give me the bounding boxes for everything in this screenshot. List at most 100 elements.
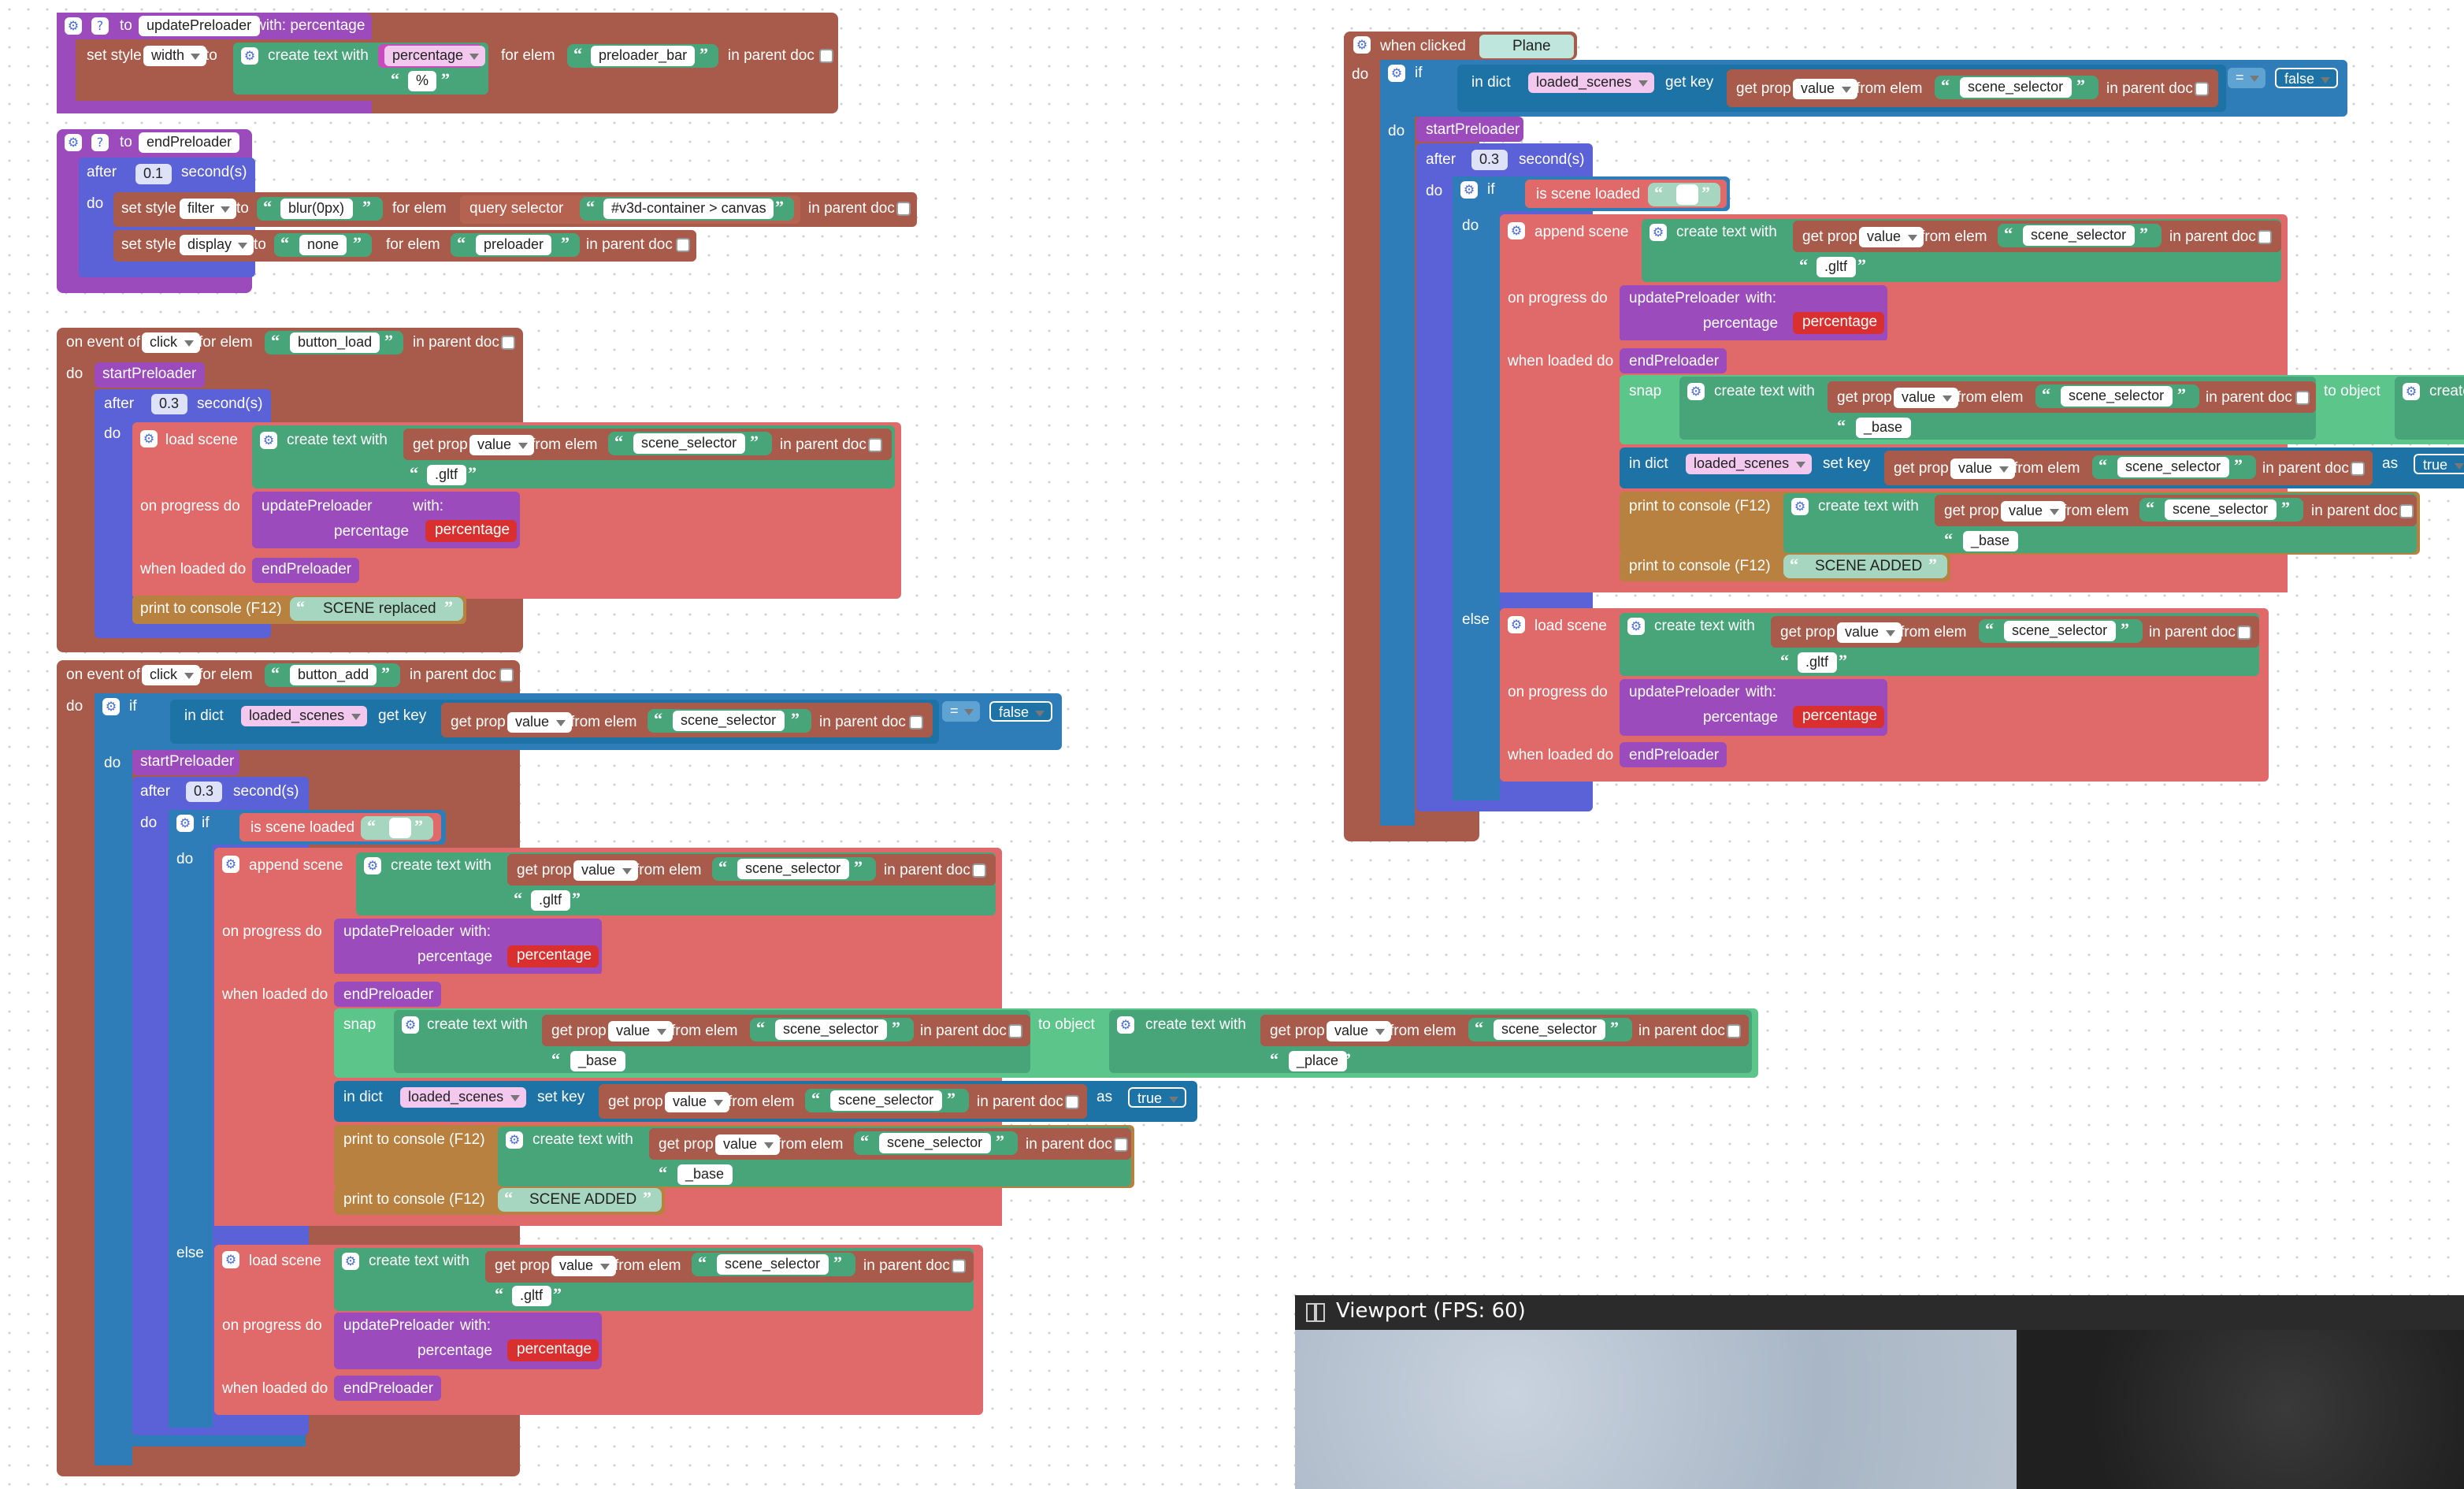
object-name-field[interactable]: Plane <box>1512 38 1551 55</box>
delay-field[interactable]: 0.3 <box>151 394 187 414</box>
gear-icon[interactable]: ⚙ <box>65 134 82 151</box>
gear-icon[interactable]: ⚙ <box>140 430 158 447</box>
scene-selector-field[interactable]: scene_selector <box>2023 225 2135 246</box>
in-parent-doc-checkbox[interactable] <box>819 49 833 63</box>
function-name-field[interactable]: endPreloader <box>139 132 240 153</box>
true-value-dropdown[interactable]: true <box>2414 454 2464 474</box>
prop-dropdown[interactable]: value <box>2001 501 2065 522</box>
in-parent-doc-checkbox[interactable] <box>909 715 923 730</box>
selector-field[interactable]: #v3d-container > canvas <box>603 199 774 219</box>
in-parent-doc-checkbox[interactable] <box>1008 1024 1022 1038</box>
scene-selector-field[interactable]: scene_selector <box>737 859 849 879</box>
loaded-scenes-dropdown[interactable]: loaded_scenes <box>400 1087 526 1108</box>
in-parent-doc-checkbox[interactable] <box>896 202 911 216</box>
delay-field[interactable]: 0.3 <box>186 782 222 802</box>
prop-dropdown[interactable]: value <box>1793 79 1857 99</box>
in-parent-doc-checkbox[interactable] <box>972 863 986 878</box>
prop-dropdown[interactable]: value <box>507 712 572 733</box>
gear-icon[interactable]: ⚙ <box>402 1016 419 1034</box>
filter-value-field[interactable]: blur(0px) <box>280 199 353 219</box>
gltf-field[interactable]: .gltf <box>1798 652 1837 673</box>
gear-icon[interactable]: ⚙ <box>1649 224 1667 241</box>
base-suffix-field[interactable]: _base <box>1856 418 1911 438</box>
gltf-field[interactable]: .gltf <box>531 890 570 911</box>
base-suffix-field[interactable]: _base <box>1963 531 2018 551</box>
gear-icon[interactable]: ⚙ <box>1353 36 1371 54</box>
prop-dropdown[interactable]: value <box>469 435 534 455</box>
empty-string-field[interactable] <box>389 818 411 838</box>
in-parent-doc-checkbox[interactable] <box>1065 1095 1079 1109</box>
prop-dropdown[interactable]: value <box>665 1092 729 1112</box>
style-prop-dropdown[interactable]: width <box>143 46 207 66</box>
event-type-dropdown[interactable]: click <box>142 665 199 685</box>
gear-icon[interactable]: ⚙ <box>1791 498 1809 515</box>
preloader-field[interactable]: preloader <box>476 235 552 255</box>
gear-icon[interactable]: ⚙ <box>1117 1016 1134 1034</box>
in-parent-doc-checkbox[interactable] <box>2399 504 2414 518</box>
viewport-render-right[interactable] <box>2020 1330 2464 1489</box>
pause-icon[interactable] <box>1306 1303 1325 1322</box>
in-parent-doc-checkbox[interactable] <box>2351 462 2365 476</box>
in-parent-doc-checkbox[interactable] <box>2258 230 2272 244</box>
in-parent-doc-checkbox[interactable] <box>1114 1138 1128 1152</box>
gear-icon[interactable]: ⚙ <box>241 47 258 65</box>
gear-icon[interactable]: ⚙ <box>506 1131 523 1149</box>
scene-selector-field[interactable]: scene_selector <box>2004 621 2116 641</box>
gear-icon[interactable]: ⚙ <box>2403 383 2420 400</box>
place-suffix-field[interactable]: _place <box>1289 1051 1347 1071</box>
gltf-field[interactable]: .gltf <box>1816 257 1856 277</box>
message-field[interactable]: SCENE ADDED <box>529 1191 637 1209</box>
button-add-field[interactable]: button_add <box>290 665 377 685</box>
delay-field[interactable]: 0.3 <box>1471 150 1508 170</box>
in-parent-doc-checkbox[interactable] <box>1727 1024 1741 1038</box>
gltf-field[interactable]: .gltf <box>427 465 466 485</box>
empty-string-field[interactable] <box>1676 184 1698 205</box>
prop-dropdown[interactable]: value <box>608 1021 673 1042</box>
scene-selector-field[interactable]: scene_selector <box>1494 1019 1605 1040</box>
prop-dropdown[interactable]: value <box>573 860 638 881</box>
message-field[interactable]: SCENE ADDED <box>1815 558 1923 575</box>
gear-icon[interactable]: ⚙ <box>1508 616 1525 633</box>
viewport-panel[interactable]: Viewport (FPS: 60) <box>1295 1295 2464 1489</box>
gear-icon[interactable]: ⚙ <box>222 1251 239 1268</box>
in-parent-doc-checkbox[interactable] <box>2237 626 2251 640</box>
in-parent-doc-checkbox[interactable] <box>868 438 882 452</box>
scene-selector-field[interactable]: scene_selector <box>830 1090 942 1111</box>
prop-dropdown[interactable]: value <box>1950 459 2015 479</box>
in-parent-doc-checkbox[interactable] <box>952 1259 966 1273</box>
scene-selector-field[interactable]: scene_selector <box>1960 77 2072 98</box>
scene-selector-field[interactable]: scene_selector <box>717 1254 829 1275</box>
gltf-field[interactable]: .gltf <box>512 1286 551 1306</box>
percentage-var[interactable]: percentage <box>1802 314 1878 331</box>
scene-selector-field[interactable]: scene_selector <box>879 1133 991 1153</box>
in-parent-doc-checkbox[interactable] <box>2195 82 2209 96</box>
percentage-var[interactable]: percentage <box>517 947 592 964</box>
button-load-field[interactable]: button_load <box>290 332 380 353</box>
delay-field[interactable]: 0.1 <box>135 164 172 184</box>
in-parent-doc-checkbox[interactable] <box>499 668 514 682</box>
prop-dropdown[interactable]: value <box>715 1134 780 1155</box>
prop-dropdown[interactable]: value <box>1837 622 1902 643</box>
style-prop-dropdown[interactable]: display <box>180 235 254 255</box>
display-value-field[interactable]: none <box>299 235 347 255</box>
gear-icon[interactable]: ⚙ <box>102 698 120 715</box>
gear-icon[interactable]: ⚙ <box>260 432 277 449</box>
percentage-var[interactable]: percentage <box>517 1341 592 1358</box>
in-parent-doc-checkbox[interactable] <box>676 238 690 252</box>
gear-icon[interactable]: ⚙ <box>1627 618 1645 635</box>
help-icon[interactable]: ? <box>91 134 109 151</box>
loaded-scenes-dropdown[interactable]: loaded_scenes <box>241 706 367 726</box>
true-value-dropdown[interactable]: true <box>1128 1087 1186 1108</box>
scene-selector-field[interactable]: scene_selector <box>2165 499 2277 520</box>
scene-selector-field[interactable]: scene_selector <box>633 433 745 454</box>
loaded-scenes-dropdown[interactable]: loaded_scenes <box>1528 72 1654 93</box>
event-type-dropdown[interactable]: click <box>142 332 199 353</box>
false-value-dropdown[interactable]: false <box>989 701 1053 722</box>
scene-selector-field[interactable]: scene_selector <box>775 1019 887 1040</box>
percent-string-field[interactable]: % <box>408 71 437 91</box>
loaded-scenes-dropdown[interactable]: loaded_scenes <box>1686 454 1812 474</box>
compare-operator-dropdown[interactable]: = <box>942 701 981 722</box>
compare-operator-dropdown[interactable]: = <box>2228 68 2266 88</box>
gear-icon[interactable]: ⚙ <box>1388 65 1405 82</box>
